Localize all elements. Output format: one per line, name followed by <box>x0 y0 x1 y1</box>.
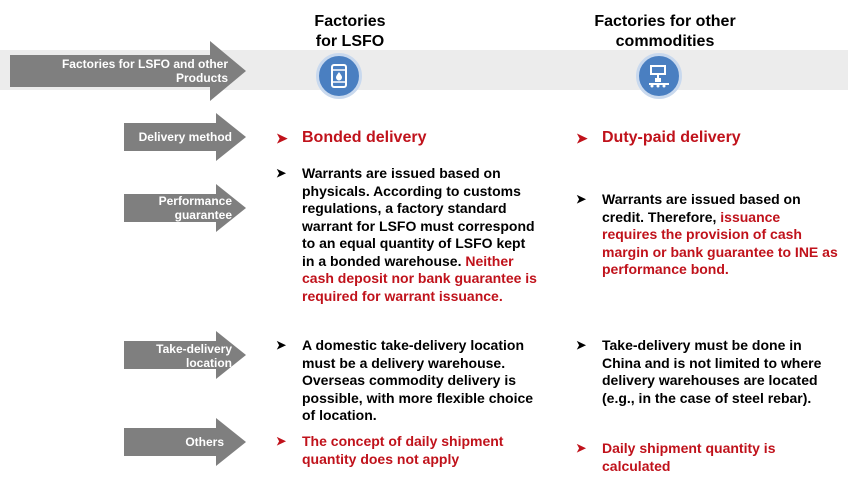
arrow-bullet-icon: ➤ <box>576 192 587 206</box>
column-heading-lsfo-line1: Factories <box>314 13 386 30</box>
column-heading-other-line2: commodities <box>615 33 715 50</box>
row-label-performance-line2: guarantee <box>174 208 232 222</box>
delivery-lsfo-text: Bonded delivery <box>302 129 427 146</box>
column-heading-other-line1: Factories for other <box>594 13 736 30</box>
row-arrow-performance <box>124 184 246 232</box>
arrow-bullet-icon: ➤ <box>276 166 287 180</box>
row-arrow-take-delivery <box>124 331 246 379</box>
take-other-text: Take-delivery must be done in China and … <box>602 337 822 406</box>
row-label-top: Factories for LSFO and other Products <box>28 57 228 85</box>
column-heading-lsfo: Factories for LSFO <box>290 12 410 52</box>
row-label-performance-line1: Performance <box>158 194 232 208</box>
row-arrow-top <box>10 41 246 101</box>
row-label-top-line1: Factories for LSFO and other <box>61 57 228 71</box>
oil-barrel-icon <box>316 53 362 99</box>
row-label-delivery: Delivery method <box>138 130 232 144</box>
arrow-bullet-icon: ➤ <box>576 130 588 146</box>
arrow-bullet-icon: ➤ <box>576 441 587 455</box>
row-arrow-delivery <box>124 113 246 161</box>
performance-other-text: Warrants are issued based on credit. The… <box>602 191 801 225</box>
performance-other-highlight: issuance requires the provision of cash … <box>602 208 838 278</box>
others-lsfo-text: The concept of daily shipment quantity d… <box>302 433 504 467</box>
performance-lsfo-text: Warrants are issued based on physicals. … <box>302 165 535 269</box>
arrow-bullet-icon: ➤ <box>576 338 587 352</box>
row-label-performance: Performance guarantee <box>128 194 232 222</box>
column-heading-lsfo-line2: for LSFO <box>315 33 385 50</box>
row-label-take-delivery-line1: Take-delivery <box>156 342 232 356</box>
others-other-text: Daily shipment quantity is calculated <box>602 440 776 474</box>
row-label-others: Others <box>185 435 224 449</box>
row-arrow-others <box>124 418 246 466</box>
performance-lsfo-highlight: Neither cash deposit nor bank guarantee … <box>302 252 537 304</box>
arrow-bullet-icon: ➤ <box>276 434 287 448</box>
row-label-take-delivery-line2: location <box>185 356 232 370</box>
column-heading-other: Factories for other commodities <box>575 12 755 52</box>
delivery-other-text: Duty-paid delivery <box>602 129 741 146</box>
factory-conveyor-icon <box>636 53 682 99</box>
row-label-take-delivery: Take-delivery location <box>128 342 232 370</box>
row-label-top-line2: Products <box>175 71 228 85</box>
take-lsfo-text: A domestic take-delivery location must b… <box>302 337 534 423</box>
arrow-bullet-icon: ➤ <box>276 130 288 146</box>
arrow-bullet-icon: ➤ <box>276 338 287 352</box>
